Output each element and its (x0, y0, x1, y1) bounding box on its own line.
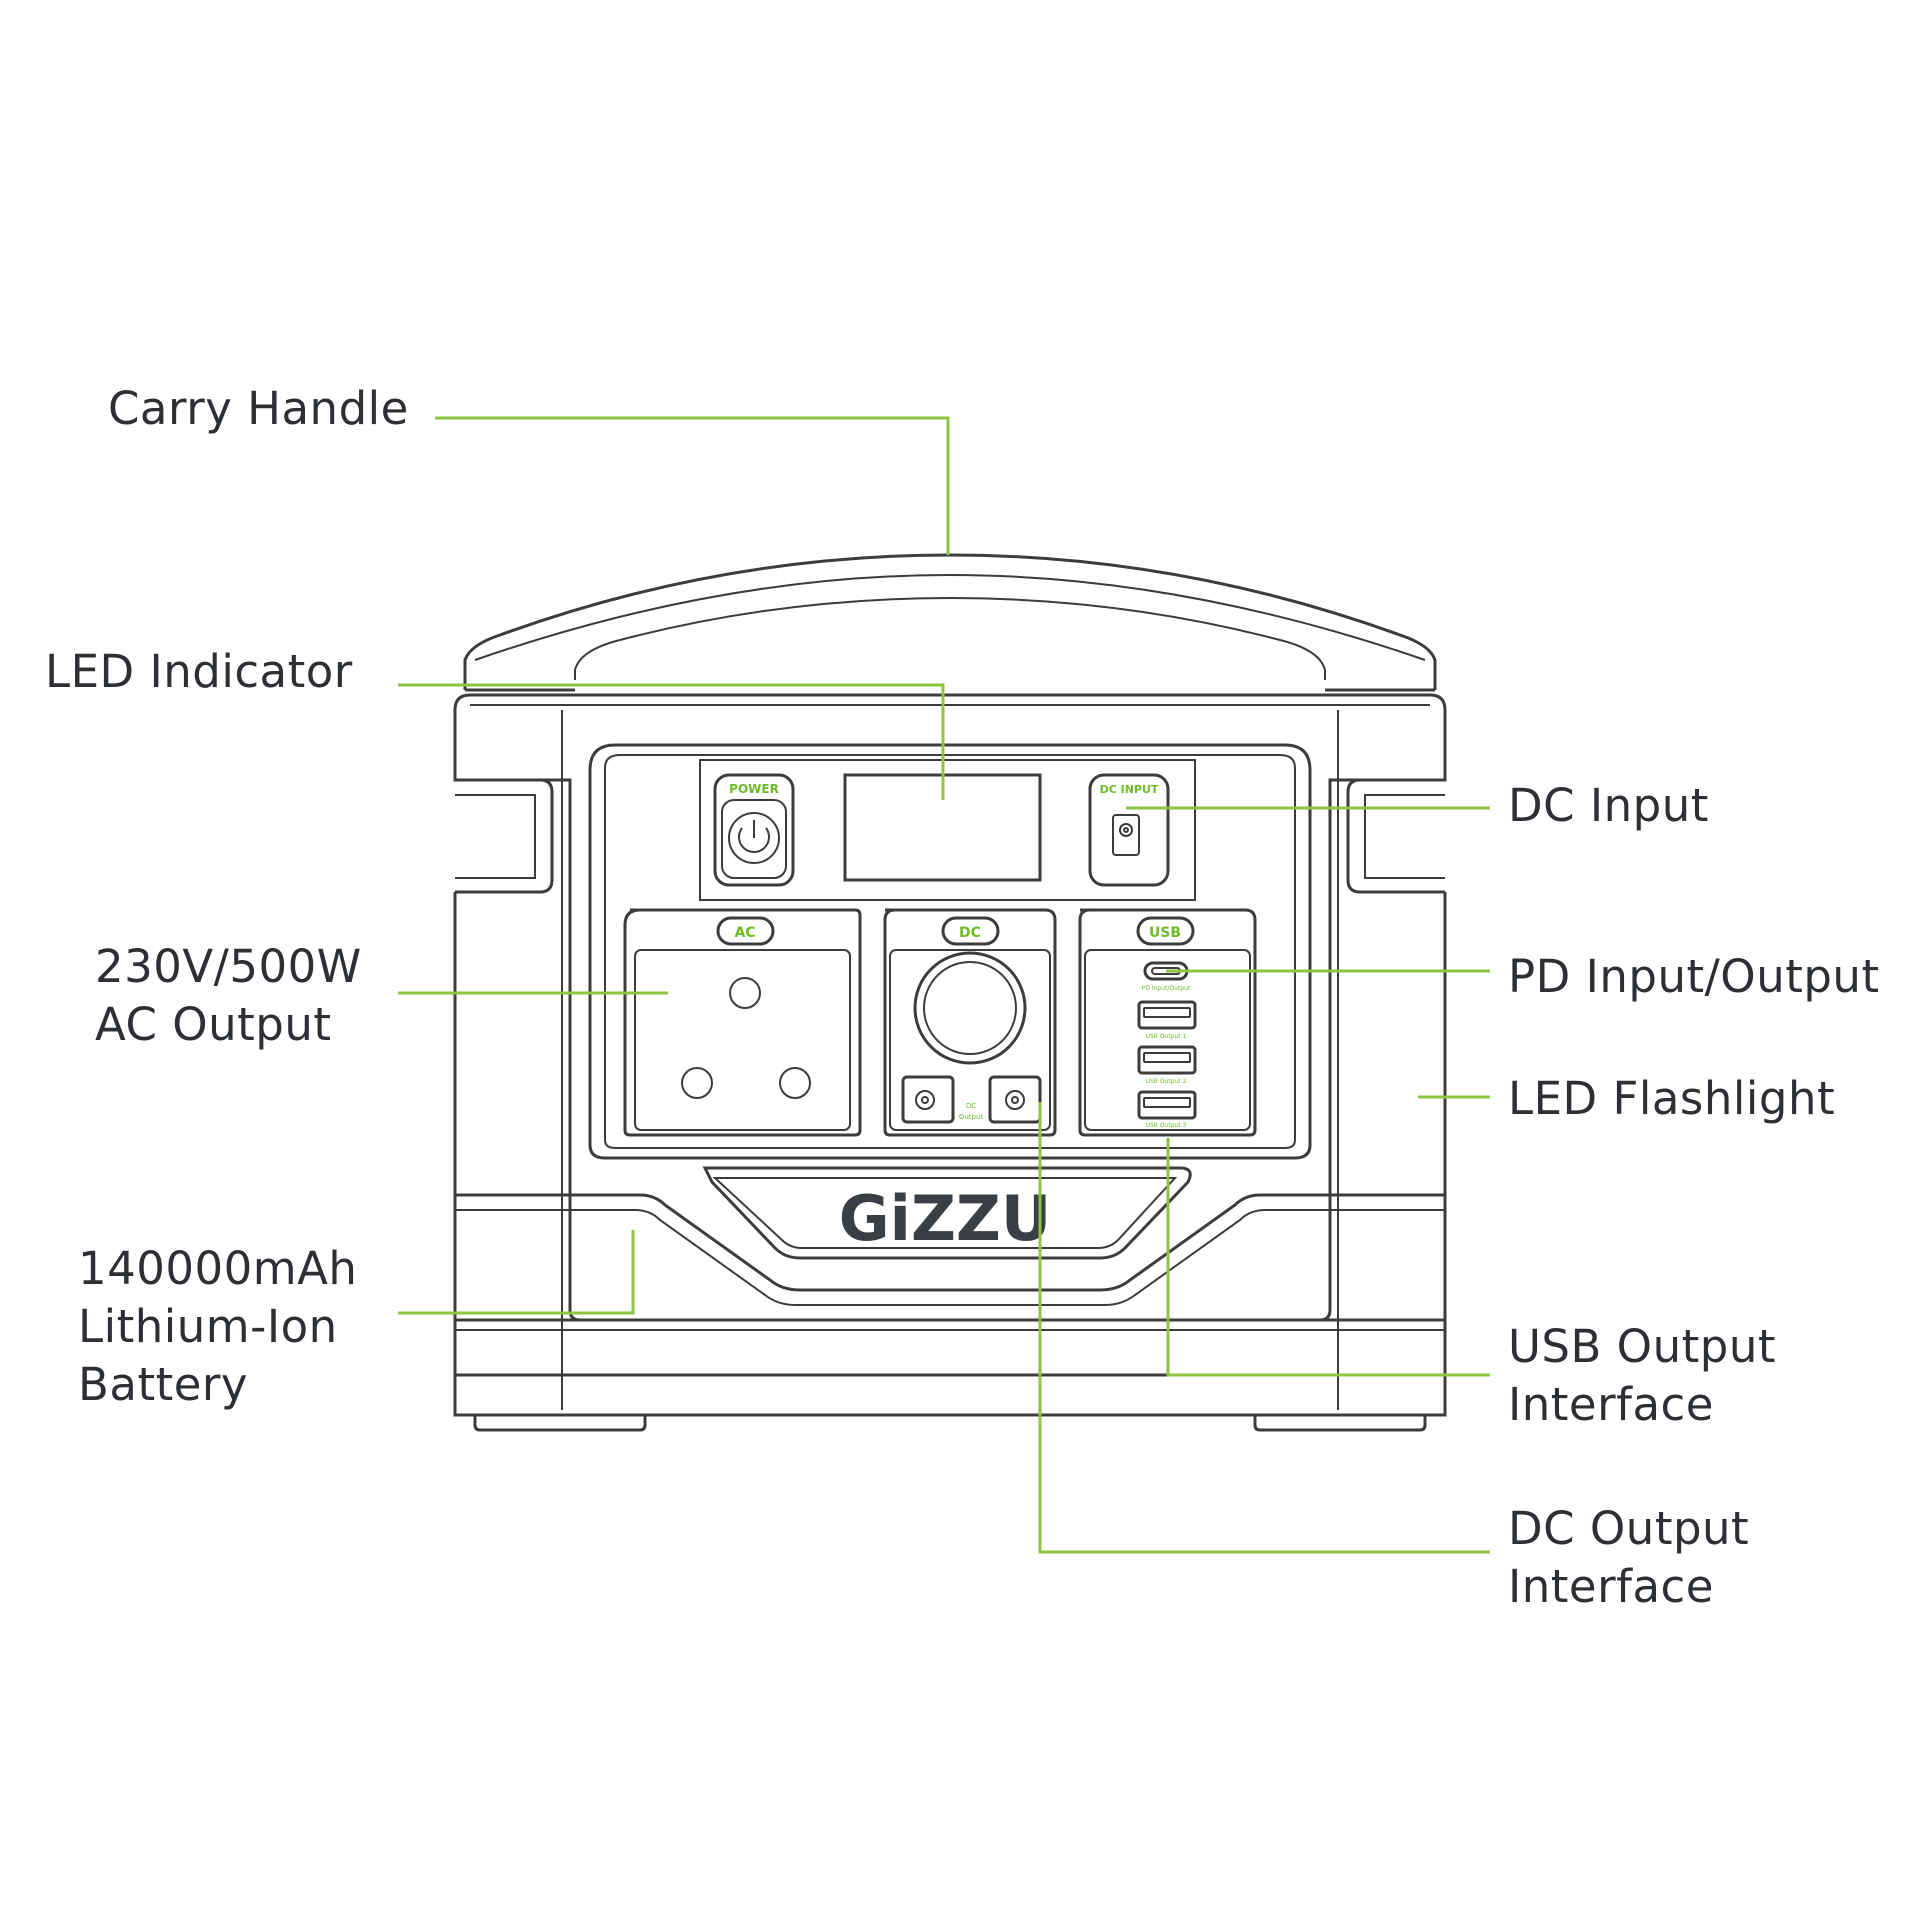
power-button[interactable]: POWER (713, 773, 795, 887)
dc-output-small-label-1: DC (966, 1102, 976, 1110)
callout-led-indicator (398, 683, 945, 800)
ac-output-section: AC (623, 908, 862, 1137)
usb-port-1-label: USB Output 1 (1146, 1033, 1187, 1040)
label-battery: 140000mAh Lithium-Ion Battery (78, 1240, 357, 1414)
label-led-indicator-text: LED Indicator (45, 645, 353, 698)
usb-port-3-label: USB Output 3 (1146, 1122, 1187, 1129)
dc-output-small-label-2: Output (959, 1113, 984, 1121)
label-battery-line1: 140000mAh (78, 1242, 358, 1295)
label-dc-output-line1: DC Output (1508, 1502, 1750, 1555)
label-dc-output-line2: Interface (1508, 1560, 1714, 1613)
label-ac-output: 230V/500W AC Output (95, 938, 362, 1054)
usb-badge: USB (1149, 925, 1181, 941)
dc-output-section: DC DC Output (883, 908, 1057, 1137)
brand-logo: GiZZU (839, 1182, 1051, 1255)
label-led-indicator: LED Indicator (45, 643, 353, 701)
usb-a-port-2[interactable] (1137, 1045, 1197, 1075)
socket-pin-left (681, 1067, 713, 1099)
dc-badge: DC (959, 925, 981, 941)
callout-dc-output-interface (1038, 1102, 1490, 1554)
dc-output-port-2[interactable] (988, 1075, 1042, 1124)
ac-badge: AC (734, 925, 755, 941)
label-led-flashlight-text: LED Flashlight (1508, 1072, 1836, 1125)
label-usb-output-line2: Interface (1508, 1378, 1714, 1431)
usb-output-section: USB PD Input/Output USB Output 1 USB Out… (1078, 908, 1257, 1137)
dc-input-port[interactable]: DC INPUT (1088, 773, 1170, 887)
label-led-flashlight: LED Flashlight (1508, 1070, 1835, 1128)
socket-pin-right (779, 1067, 811, 1099)
front-panel: POWER DC INPUT AC (588, 743, 1312, 1260)
power-label: POWER (729, 782, 779, 796)
label-ac-output-line2: AC Output (95, 998, 332, 1051)
label-pd-io: PD Input/Output (1508, 948, 1880, 1006)
usb-a-port-3[interactable] (1137, 1090, 1197, 1120)
callout-usb-output-interface (1166, 1138, 1490, 1377)
label-battery-line3: Battery (78, 1358, 249, 1411)
brand-plate: GiZZU (702, 1166, 1192, 1260)
carry-handle (463, 553, 1437, 692)
label-ac-output-line1: 230V/500W (95, 940, 362, 993)
label-pd-io-text: PD Input/Output (1508, 950, 1880, 1003)
label-dc-input: DC Input (1508, 777, 1709, 835)
usb-port-2-label: USB Output 2 (1146, 1078, 1187, 1085)
pd-port-label: PD Input/Output (1142, 985, 1191, 992)
label-usb-output-line1: USB Output (1508, 1320, 1776, 1373)
socket-pin-top (729, 977, 761, 1009)
label-dc-input-text: DC Input (1508, 779, 1709, 832)
usb-a-port-1[interactable] (1137, 1000, 1197, 1030)
label-usb-output-interface: USB Output Interface (1508, 1318, 1776, 1434)
callout-carry-handle (435, 416, 950, 555)
car-socket[interactable] (913, 951, 1027, 1065)
callout-battery (398, 1230, 635, 1315)
dc-input-label: DC INPUT (1100, 783, 1159, 796)
device-body (453, 693, 1447, 1432)
label-carry-handle-text: Carry Handle (108, 382, 409, 435)
dc-output-port-1[interactable] (901, 1075, 955, 1124)
label-dc-output-interface: DC Output Interface (1508, 1500, 1749, 1616)
label-battery-line2: Lithium-Ion (78, 1300, 338, 1353)
callout-lines (398, 416, 1490, 1554)
label-carry-handle: Carry Handle (108, 380, 409, 438)
